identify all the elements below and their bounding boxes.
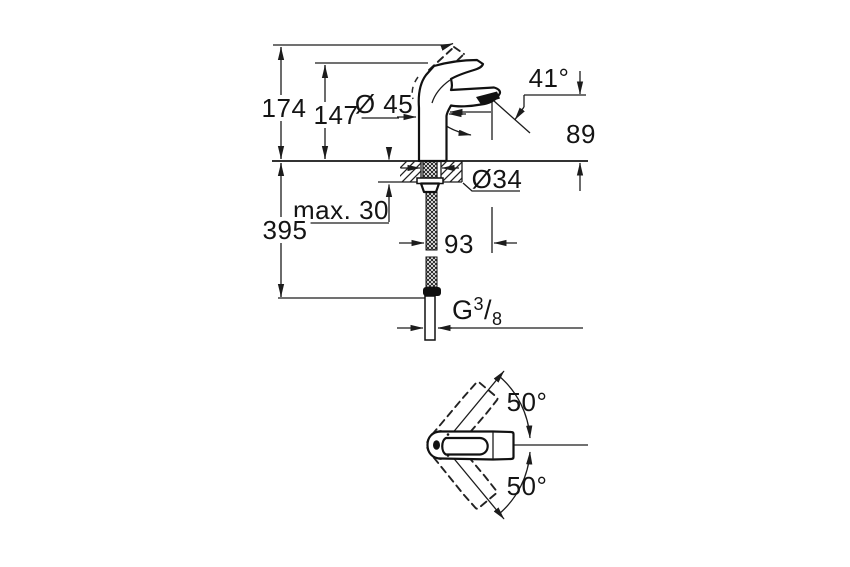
thread-tube [424,295,436,341]
dim-projection-label: 93 [444,229,474,259]
dim-shank-diameter-label: Ø34 [471,164,523,194]
thread-slash: / [484,295,493,325]
dim-below-deck-label: 395 [259,217,311,243]
thread-g: G [452,295,474,325]
supply-hose [423,191,441,341]
top-view-handle-swing [426,370,588,520]
handle-swing-up-label: 50° [506,387,548,417]
dim-spout-angle-label: 41° [528,63,570,93]
thread-denominator: 8 [492,309,503,329]
dim-shank-diameter-lines [401,164,520,192]
handle-swing-down-label: 50° [506,471,548,501]
mounting-shank [416,161,444,194]
dim-lever-height-label: 147 [310,102,362,128]
dim-overall-height-label: 174 [258,95,310,121]
dim-thread-size-label: G3/8 [452,294,503,328]
dim-body-diameter-label: Ø 45 [354,89,414,119]
aerator [476,91,500,105]
dim-projection-lines [399,207,517,253]
dim-max-thickness-lines [297,147,393,224]
handle-logo-dot [433,440,440,450]
dim-outlet-height-label: 89 [566,119,596,149]
thread-numerator: 3 [473,294,485,314]
faucet-front-outline [411,46,502,163]
hose-connector-nut [423,287,441,296]
